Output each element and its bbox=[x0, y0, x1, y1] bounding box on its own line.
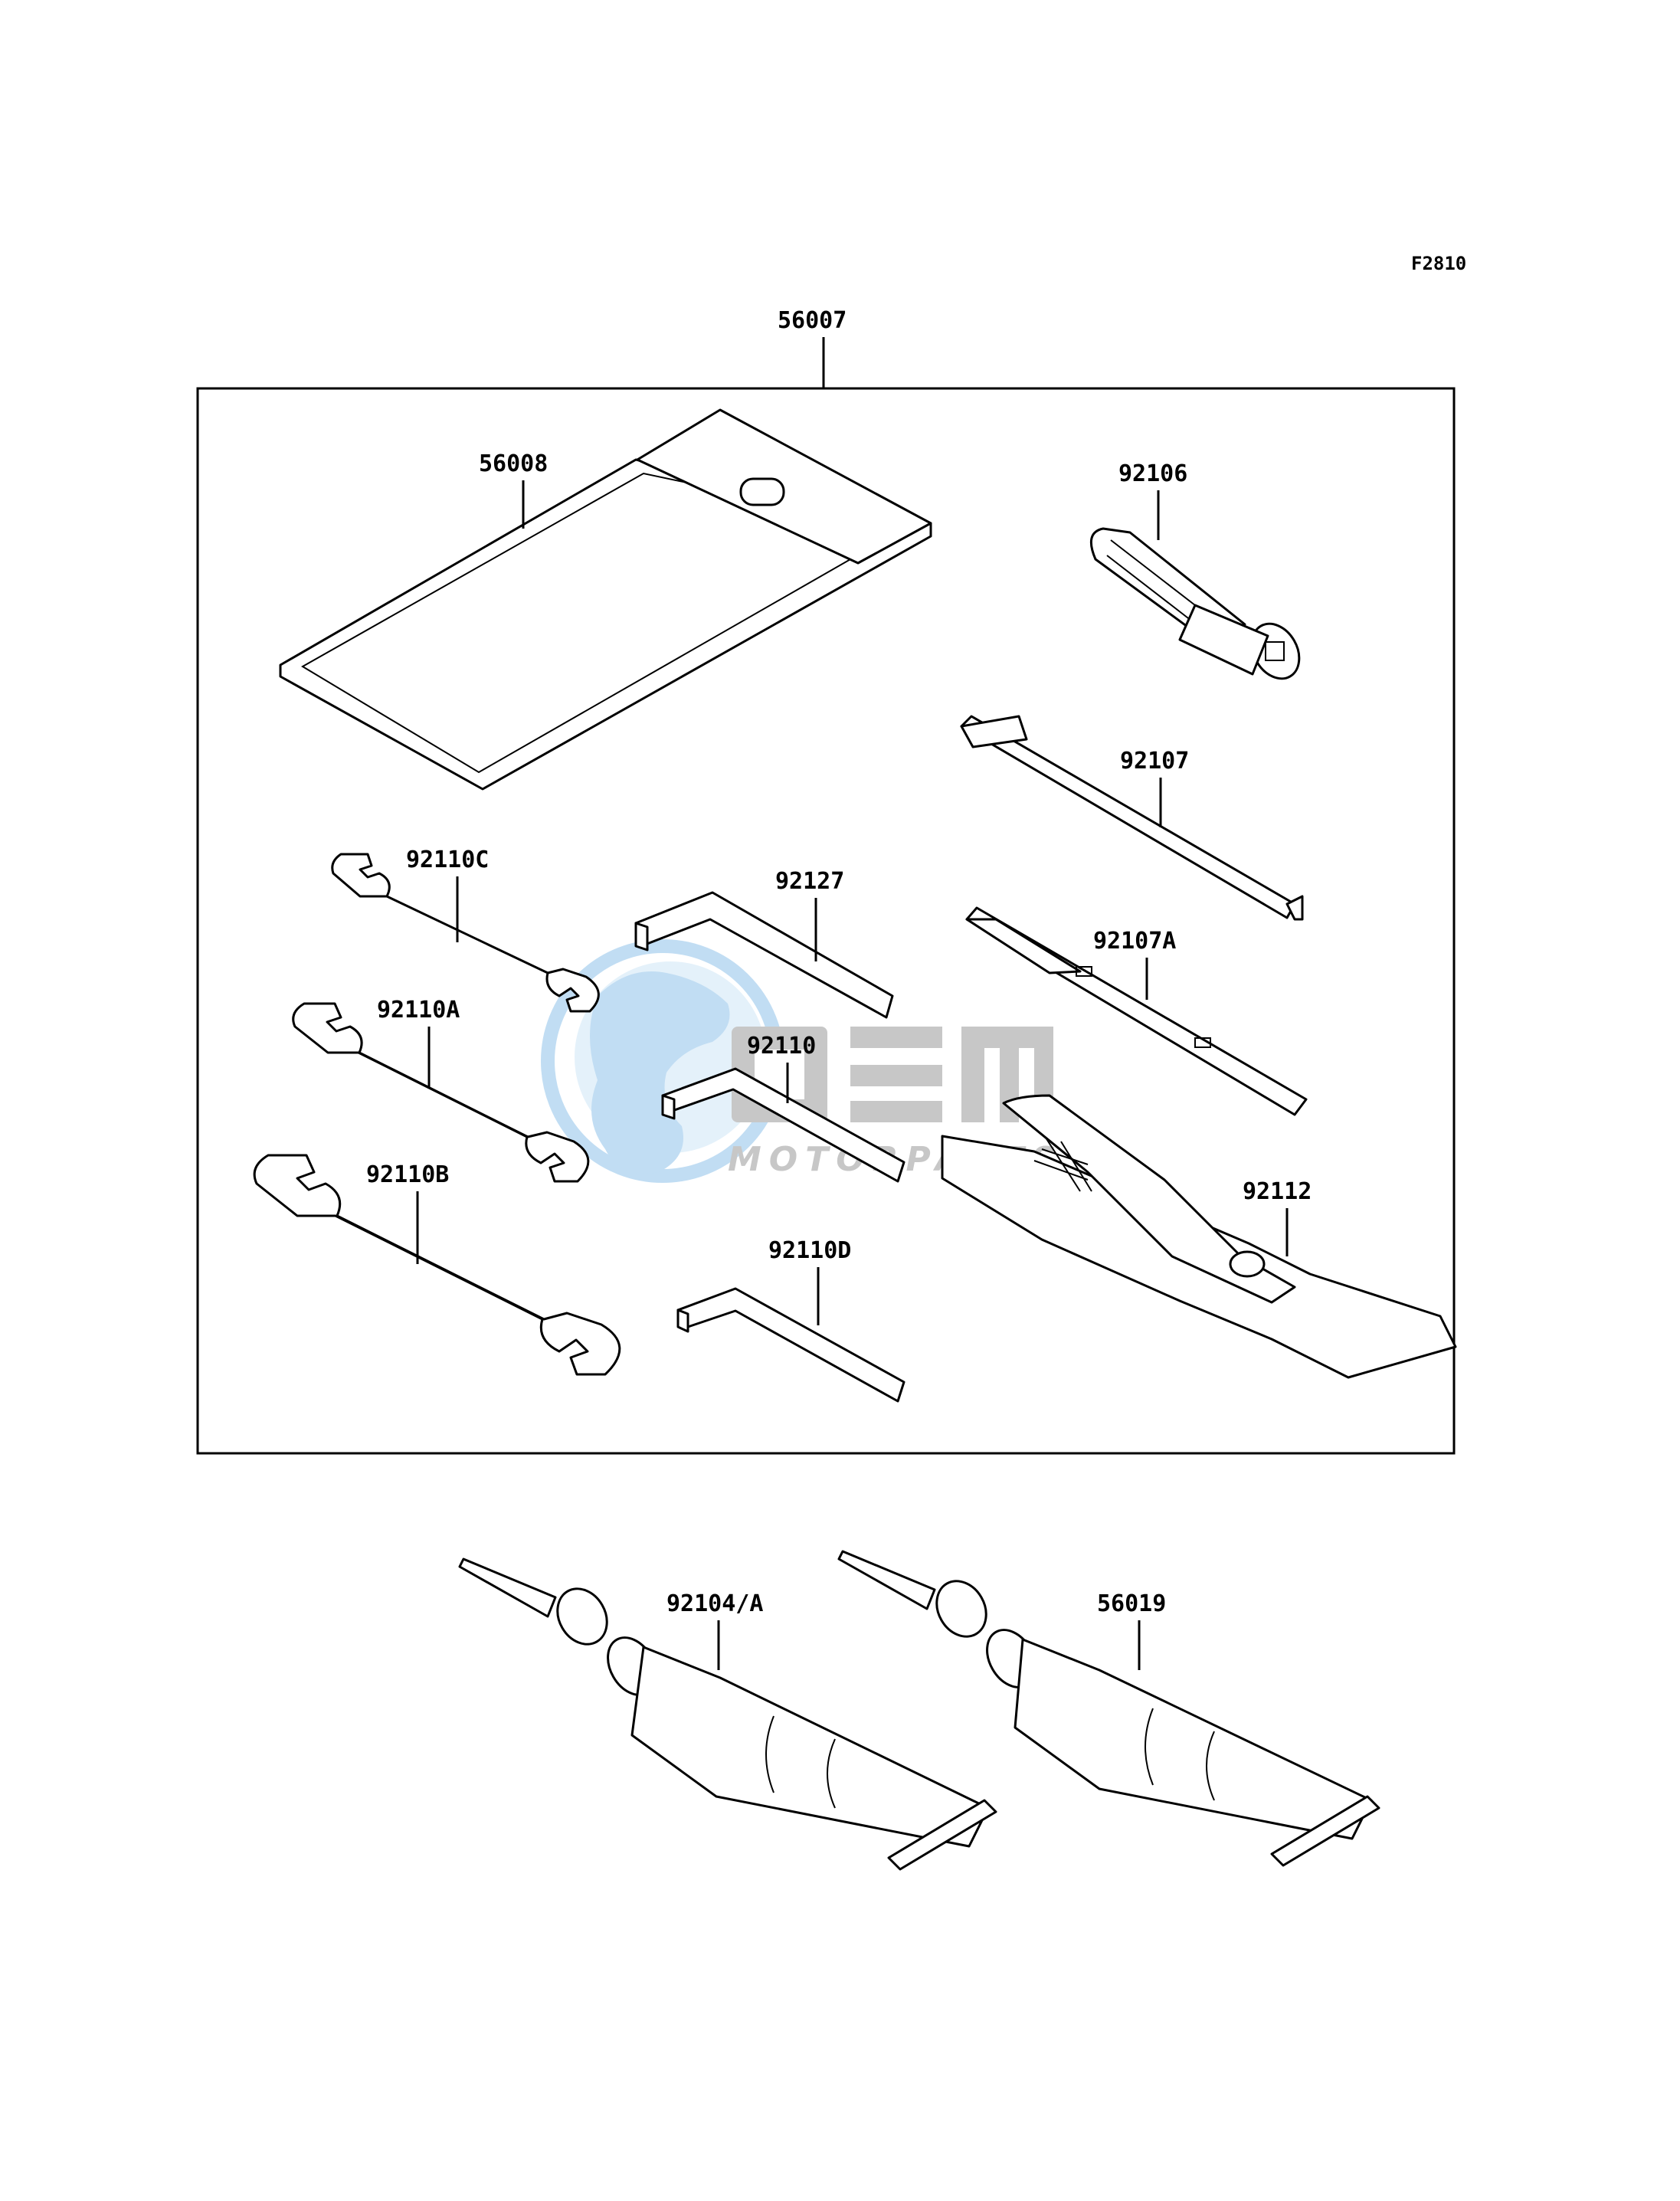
label-92110C: 92110C bbox=[406, 847, 489, 873]
wrench-icon bbox=[253, 1154, 621, 1376]
nozzle-icon bbox=[837, 1550, 987, 1638]
pliers-icon bbox=[941, 1094, 1457, 1379]
label-92112: 92112 bbox=[1243, 1178, 1312, 1205]
label-92107: 92107 bbox=[1120, 748, 1189, 775]
nozzle-icon bbox=[458, 1557, 608, 1646]
label-56019: 56019 bbox=[1097, 1590, 1166, 1617]
tube-icon bbox=[986, 1629, 1380, 1867]
hex-key-icon bbox=[676, 1287, 905, 1403]
tube-icon bbox=[607, 1636, 997, 1871]
label-56007: 56007 bbox=[778, 307, 847, 334]
label-92107A: 92107A bbox=[1093, 928, 1176, 955]
label-92110: 92110 bbox=[747, 1033, 816, 1060]
handle-icon bbox=[1089, 527, 1301, 680]
label-92110A: 92110A bbox=[377, 997, 460, 1024]
wrench-icon bbox=[292, 1002, 590, 1183]
screwdriver-icon bbox=[960, 715, 1304, 921]
label-92106: 92106 bbox=[1118, 460, 1187, 487]
tool-case-icon bbox=[279, 408, 932, 791]
label-92104-A: 92104/A bbox=[666, 1590, 763, 1617]
toolkit-frame bbox=[196, 387, 1456, 1455]
drawing-code: F2810 bbox=[1411, 253, 1466, 274]
label-92127: 92127 bbox=[775, 868, 844, 895]
hex-key-icon bbox=[661, 1067, 905, 1183]
label-92110D: 92110D bbox=[768, 1237, 851, 1264]
globe-icon bbox=[541, 939, 784, 1183]
screwdriver-icon bbox=[965, 906, 1308, 1116]
label-56008: 56008 bbox=[479, 450, 548, 477]
label-92110B: 92110B bbox=[366, 1161, 449, 1188]
wrench-icon bbox=[331, 853, 600, 1013]
hex-key-icon bbox=[634, 891, 894, 1019]
